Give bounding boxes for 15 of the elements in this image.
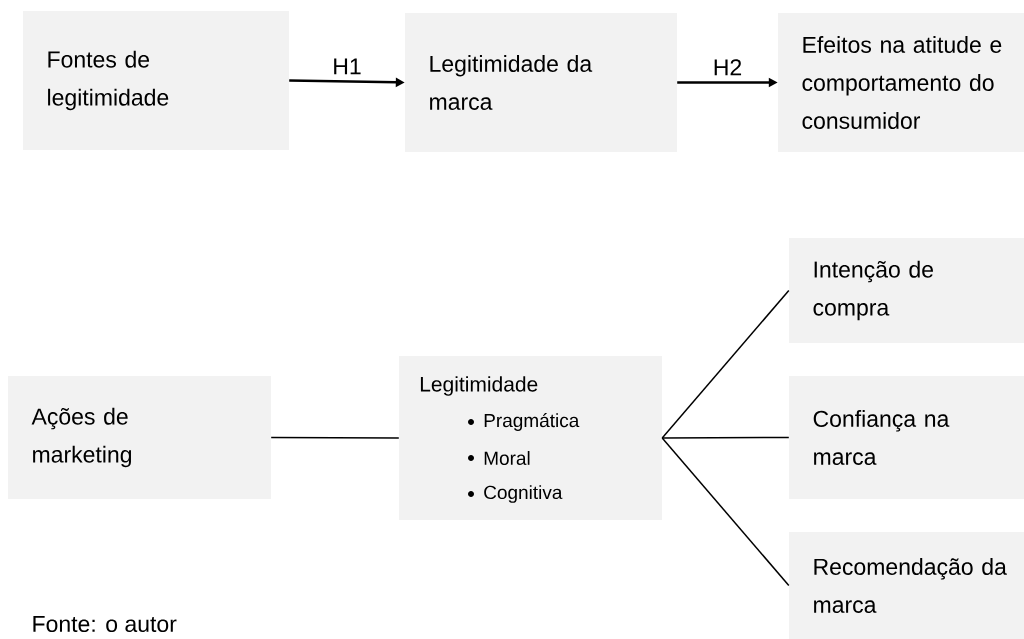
list-box: Legitimidade Pragmática Moral Cognitiva <box>399 356 662 520</box>
edge-label: H2 <box>714 59 742 76</box>
text-box: Fontes de legitimidade <box>23 11 289 150</box>
connector-line <box>661 437 790 587</box>
text-box: Ações de marketing <box>8 376 271 499</box>
text-box: Efeitos na atitude e comportamento do consumidor <box>778 13 1024 152</box>
caption: Fonte: o autor <box>33 616 177 633</box>
text-box: Legitimidade da marca <box>405 13 677 152</box>
edge-label: H1 <box>334 58 361 75</box>
text-box: Confiança na marca <box>789 376 1024 499</box>
connector-line <box>270 436 400 439</box>
connector-line <box>661 289 790 439</box>
text-box: Intenção de compra <box>789 238 1024 343</box>
text-box: Recomendação da marca <box>789 532 1024 639</box>
connector-line <box>661 436 790 439</box>
